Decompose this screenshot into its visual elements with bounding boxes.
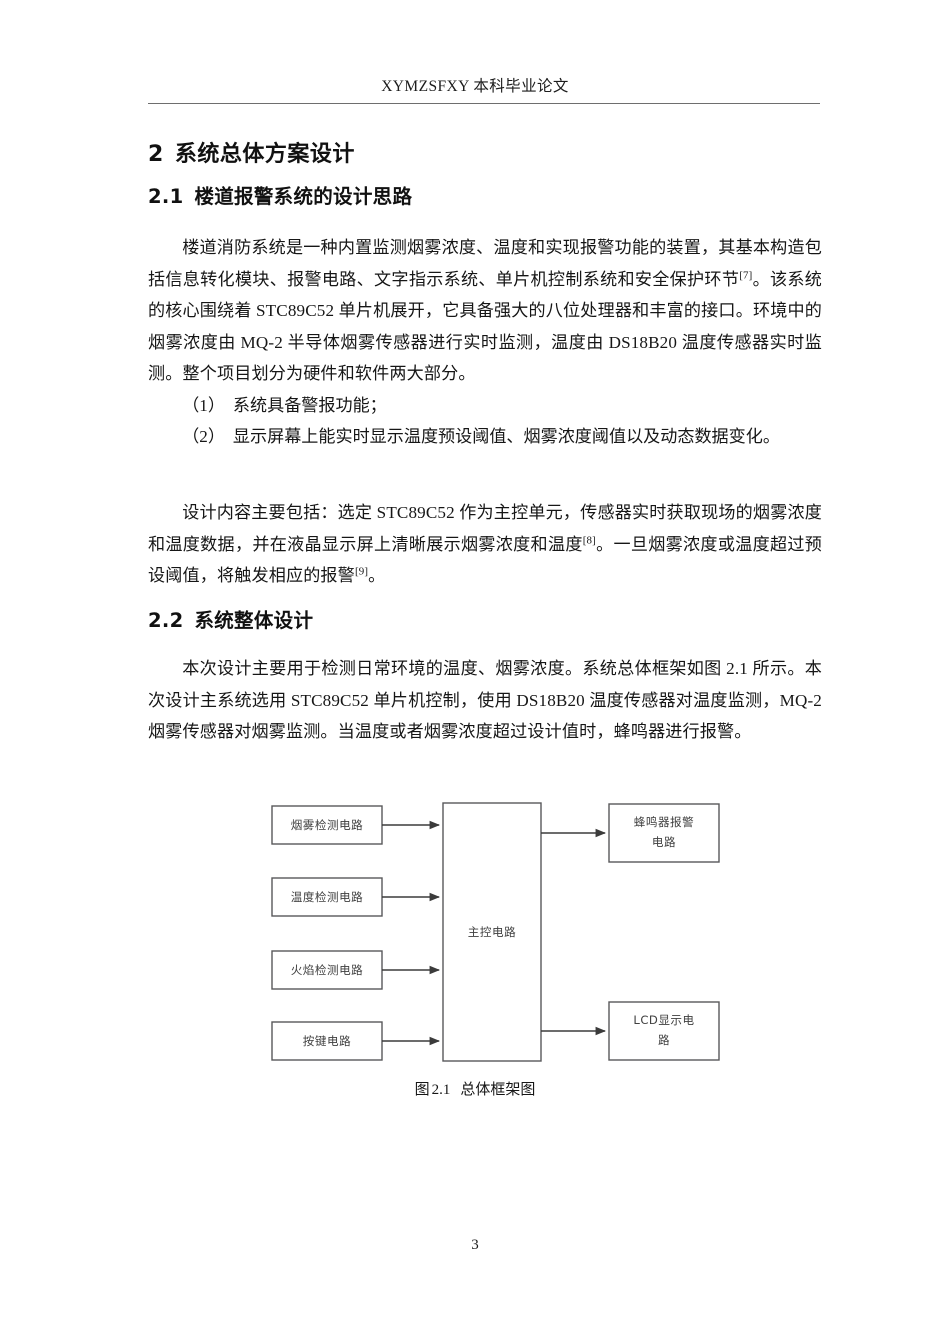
section-heading-2-2: 2.2 系统整体设计 xyxy=(148,604,313,633)
chapter-heading: 2 系统总体方案设计 xyxy=(148,136,355,168)
paragraph-1-part-a: 楼道消防系统是一种内置监测烟雾浓度、温度和实现报警功能的装置，其基本构造包括信息… xyxy=(148,238,822,289)
page-number: 3 xyxy=(471,1237,479,1253)
diagram-input-box-1: 烟雾检测电路 xyxy=(271,805,383,845)
diagram-input-box-2: 温度检测电路 xyxy=(271,877,383,917)
chapter-title: 系统总体方案设计 xyxy=(174,142,355,167)
section-heading-2-1: 2.1 楼道报警系统的设计思路 xyxy=(148,180,412,209)
diagram-input-box-4: 按键电路 xyxy=(271,1021,383,1061)
section-title-2-1: 楼道报警系统的设计思路 xyxy=(194,185,413,208)
citation-7: [7] xyxy=(739,268,753,281)
list-item-2-text: 显示屏幕上能实时显示温度预设阈值、烟雾浓度阈值以及动态数据变化。 xyxy=(232,427,780,446)
diagram-output-label-2-line2: 路 xyxy=(658,1033,670,1047)
paragraph-2: 设计内容主要包括：选定 STC89C52 作为主控单元，传感器实时获取现场的烟雾… xyxy=(148,497,822,592)
citation-8: [8] xyxy=(582,533,596,546)
citation-9: [9] xyxy=(354,565,369,578)
diagram-output-box-1: 蜂鸣器报警 电路 xyxy=(608,803,720,863)
paragraph-3: 本次设计主要用于检测日常环境的温度、烟雾浓度。系统总体框架如图 2.1 所示。本… xyxy=(148,659,822,742)
diagram-input-label-2: 温度检测电路 xyxy=(291,890,364,904)
paragraph-1-part-b: 。该系统的核心围绕着 STC89C52 单片机展开，它具备强大的八位处理器和丰富… xyxy=(148,269,822,384)
section-number-2-2: 2.2 xyxy=(148,609,184,632)
paragraph-2-part-b: 。一旦烟雾浓度或温度超过预设阈值，将触发相应的报警 xyxy=(148,534,823,586)
list-item-1-label: （1） xyxy=(182,396,225,415)
list-item-2-label: （2） xyxy=(182,427,225,446)
section-number-2-1: 2.1 xyxy=(148,185,184,208)
diagram-input-label-3: 火焰检测电路 xyxy=(291,963,364,977)
paragraph-1: 楼道消防系统是一种内置监测烟雾浓度、温度和实现报警功能的装置，其基本构造包括信息… xyxy=(148,232,822,390)
running-header: XYMZSFXY 本科毕业论文 xyxy=(0,74,950,96)
system-block-diagram: 烟雾检测电路 温度检测电路 火焰检测电路 按键电路 主控电路 xyxy=(148,793,822,1071)
figure-caption-number: 2.1 xyxy=(431,1082,451,1098)
diagram-input-box-3: 火焰检测电路 xyxy=(271,950,383,990)
diagram-controller-box: 主控电路 xyxy=(442,802,542,1062)
list-item-1: （1） 系统具备警报功能； xyxy=(148,390,822,422)
diagram-output-label-2-line1: LCD显示电 xyxy=(633,1013,694,1027)
diagram-output-box-2: LCD显示电 路 xyxy=(608,1001,720,1061)
paragraph-2-part-a: 设计内容主要包括：选定 STC89C52 作为主控单元，传感器实时获取现场的烟雾… xyxy=(148,503,822,554)
figure-caption-text: 总体框架图 xyxy=(460,1082,536,1098)
diagram-output-label-1-line2: 电路 xyxy=(652,835,676,849)
list-item-2: （2） 显示屏幕上能实时显示温度预设阈值、烟雾浓度阈值以及动态数据变化。 xyxy=(148,421,822,453)
header-divider xyxy=(148,103,820,104)
chapter-number: 2 xyxy=(148,142,164,167)
figure-caption-prefix: 图 xyxy=(414,1082,430,1098)
list-item-1-text: 系统具备警报功能； xyxy=(232,396,387,415)
diagram-input-label-1: 烟雾检测电路 xyxy=(291,818,364,832)
running-header-text: XYMZSFXY 本科毕业论文 xyxy=(381,78,569,95)
section-title-2-2: 系统整体设计 xyxy=(194,609,314,632)
diagram-output-label-1-line1: 蜂鸣器报警 xyxy=(634,815,694,829)
diagram-input-label-4: 按键电路 xyxy=(303,1034,351,1048)
paragraph-2-part-c: 。 xyxy=(368,566,386,586)
diagram-controller-label: 主控电路 xyxy=(468,925,516,939)
